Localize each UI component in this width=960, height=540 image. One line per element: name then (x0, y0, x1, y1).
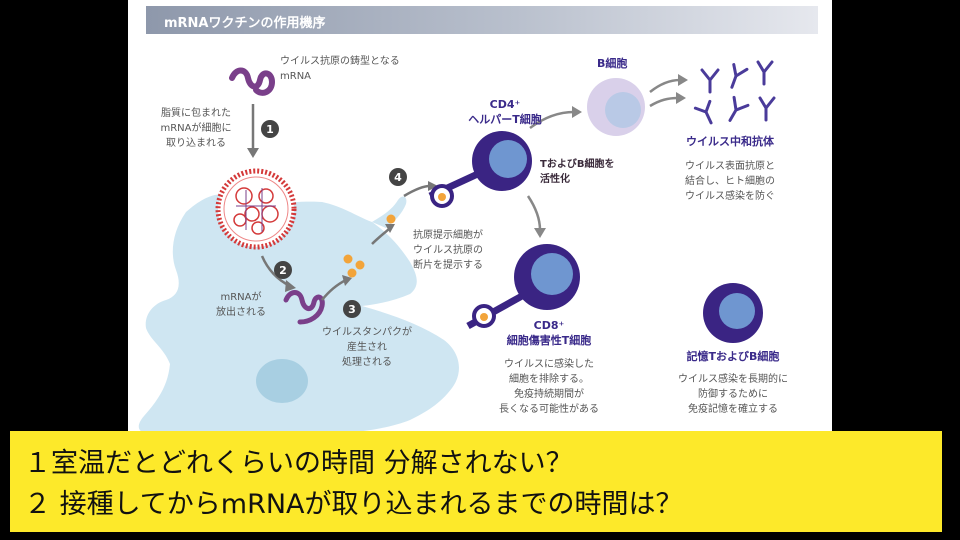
arrowhead (534, 228, 546, 238)
label-line: 免疫持続期間が (514, 389, 584, 400)
step-1-number: 1 (266, 123, 274, 136)
label-line: ヘルパーT細胞 (468, 113, 542, 126)
label-memory-desc: ウイルス感染を長期的に 防御するために 免疫記憶を確立する (663, 372, 803, 417)
step-4-badge (389, 168, 407, 186)
label-line: 細胞傷害性T細胞 (506, 334, 592, 347)
label-line: TおよびB細胞を (540, 159, 615, 170)
label-antigen-presenting: 抗原提示細胞が ウイルス抗原の 断片を提示する (398, 228, 498, 273)
label-line: CD4⁺ (489, 98, 521, 111)
label-activate: TおよびB細胞を 活性化 (540, 157, 614, 187)
label-line: ウイルス感染を長期的に (678, 374, 788, 385)
step-4-number: 4 (394, 171, 402, 184)
label-line: 産生され (347, 342, 387, 353)
label-line: 長くなる可能性がある (499, 404, 599, 415)
receptor-antigen (438, 193, 446, 201)
b-cell-nucleus (605, 92, 641, 128)
arrowhead (678, 74, 688, 86)
arrowhead (428, 181, 438, 191)
label-line: 取り込まれる (166, 138, 226, 149)
arrowhead (385, 224, 395, 233)
label-line: ウイルス抗原の鋳型となる (280, 56, 400, 67)
arrowhead (342, 275, 352, 286)
title-bar (146, 6, 818, 34)
step-3-badge (343, 300, 361, 318)
label-line: 抗原提示細胞が (413, 230, 483, 241)
label-mrna-release: mRNAが 放出される (206, 290, 276, 320)
antigen-presenting-cell (138, 194, 459, 435)
lipid-contents (233, 187, 279, 235)
label-cd8-desc: ウイルスに感染した 細胞を排除する。 免疫持続期間が 長くなる可能性がある (494, 357, 604, 417)
step-2-number: 2 (279, 264, 287, 277)
label-line: 処理される (342, 357, 392, 368)
lipid-inner-ring (223, 176, 289, 242)
label-line: 放出される (216, 307, 266, 318)
step-3-number: 3 (348, 303, 356, 316)
arrowhead (572, 106, 582, 118)
label-line: CD8⁺ (533, 319, 565, 332)
arrow-to-antibodies-1 (649, 78, 681, 93)
label-protein-processing: ウイルスタンパクが 産生され 処理される (312, 325, 422, 370)
receptor-antigen (480, 313, 488, 321)
label-line: mRNA (280, 71, 312, 82)
label-line: mRNAが (220, 292, 262, 303)
label-b-cell: B細胞 (597, 57, 628, 70)
label-line: 防御するために (698, 389, 768, 400)
label-lipid-uptake: 脂質に包まれた mRNAが細胞に 取り込まれる (146, 106, 246, 151)
label-neutralizing-desc: ウイルス表面抗原と 結合し、ヒト細胞の ウイルス感染を防ぐ (672, 159, 788, 204)
cd4-nucleus (489, 140, 527, 178)
label-line: ウイルスタンパクが (322, 327, 412, 338)
arrowhead (285, 280, 296, 292)
label-line: 活性化 (540, 174, 570, 185)
label-line: 結合し、ヒト細胞の (685, 176, 775, 187)
cd8-nucleus (531, 253, 573, 295)
label-neutralizing-antibody: ウイルス中和抗体 (686, 135, 774, 148)
label-line: 脂質に包まれた (161, 108, 231, 119)
arrow-to-bcell (529, 110, 575, 130)
question-1: １室温だとどれくらいの時間 分解されない？ (24, 448, 573, 479)
label-line: mRNAが細胞に (160, 123, 232, 134)
arrow-to-antibodies-2 (649, 96, 679, 108)
label-mrna-template: ウイルス抗原の鋳型となる mRNA (280, 54, 400, 84)
arrow-to-cd8 (526, 195, 542, 231)
question-box (10, 431, 942, 532)
arrowhead (247, 148, 259, 158)
label-cd4: CD4⁺ ヘルパーT細胞 (450, 97, 560, 127)
label-line: 細胞を排除する。 (509, 374, 589, 385)
step-1-badge (261, 120, 279, 138)
mrna-strand (229, 67, 276, 96)
label-line: 断片を提示する (413, 260, 483, 271)
label-line: ウイルス感染を防ぐ (685, 191, 775, 202)
cell-nucleus (256, 359, 308, 403)
arrowhead (676, 92, 686, 104)
neutralizing-antibodies (693, 60, 776, 125)
label-cd8: CD8⁺ 細胞傷害性T細胞 (494, 318, 604, 348)
label-memory-cell: 記憶TおよびB細胞 (686, 350, 780, 363)
question-2: ２ 接種してからmRNAが取り込まれるまでの時間は？ (24, 489, 683, 520)
label-line: ウイルス表面抗原と (685, 161, 775, 172)
step-2-badge (274, 261, 292, 279)
memory-nucleus (719, 293, 755, 329)
released-mrna (283, 290, 325, 325)
page-title: mRNAワクチンの作用機序 (164, 16, 326, 31)
label-line: 免疫記憶を確立する (688, 404, 778, 415)
label-line: ウイルス抗原の (413, 245, 483, 256)
label-line: ウイルスに感染した (504, 359, 594, 370)
viral-protein-fragments (343, 214, 396, 278)
arrow-to-tcell (403, 184, 431, 198)
cell-process (372, 196, 407, 228)
